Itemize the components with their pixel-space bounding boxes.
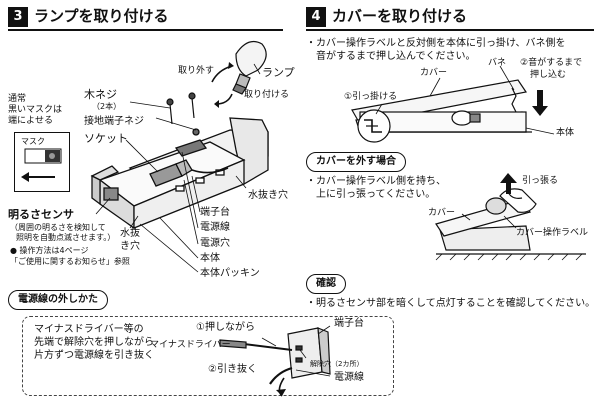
sensor-ref-1: ● 操作方法は4ページ [10, 246, 89, 255]
sensor-ref-2: 「ご使用に関するお知らせ」参照 [10, 257, 130, 266]
wire-removal-text-3: 片方ずつ電源線を引き抜く [34, 350, 154, 361]
label-body: 本体 [200, 253, 220, 264]
section4-number: 4 [306, 7, 326, 27]
sensor-title: 明るさセンサ [8, 208, 74, 221]
confirm-instruction: ・明るさセンサ部を暗くして点灯することを確認してください。 [306, 298, 596, 309]
section4-rule [306, 29, 594, 31]
wire-label-screwdriver: マイナスドライバー [150, 340, 231, 350]
section3-title: ランプを取り付ける [34, 7, 169, 25]
fixture-housing [90, 117, 269, 230]
label-wire: 電源線 [200, 222, 230, 233]
wire-label-step2: ②引き抜く [208, 364, 257, 375]
mask-note-line1: 通常 [8, 94, 27, 104]
wire-label-wire: 電源線 [334, 372, 364, 383]
s4-label-spring: バネ [488, 58, 507, 68]
mask-detail-box: マスク [14, 132, 70, 192]
s4-label-step2-line2: 押し込む [530, 70, 567, 80]
wire-label-step1: ①押しながら [196, 322, 255, 333]
label-wire-hole: 電源穴 [200, 238, 230, 249]
remove-label-cover: カバー [428, 208, 456, 218]
section3-header: 3 ランプを取り付ける [8, 6, 283, 31]
label-ground-screw: 接地端子ネジ [84, 116, 144, 127]
label-wood-screw-count: （2本） [92, 102, 122, 111]
section4-instruction-2: 音がするまで押し込んでください。 [306, 51, 476, 62]
sensor-desc-1: （周囲の明るさを検知して [10, 223, 106, 232]
section3-rule [8, 29, 283, 31]
remove-cover-instruction-1: ・カバー操作ラベル側を持ち、 [306, 176, 446, 187]
sensor-desc-2: 照明を自動点滅させます。） [16, 233, 116, 242]
label-attach: 取り付ける [244, 90, 290, 100]
remove-label-pull: 引っ張る [522, 176, 559, 186]
section4-instruction-1: ・カバー操作ラベルと反対側を本体に引っ掛け、バネ側を [306, 38, 566, 49]
label-drain-hole-left-2: き穴 [120, 241, 140, 252]
s4-label-cover: カバー [420, 68, 448, 78]
section4-header: 4 カバーを取り付ける [306, 6, 594, 31]
wire-removal-box [22, 316, 394, 396]
wire-label-release-hole: 解除穴（2カ所） [310, 360, 364, 368]
mask-diagram [21, 148, 62, 182]
wire-removal-heading: 電源線の外しかた [8, 290, 108, 310]
confirm-heading: 確認 [306, 274, 346, 294]
wood-screws [166, 92, 196, 125]
remove-cover-heading: カバーを外す場合 [306, 152, 406, 172]
section3-number: 3 [8, 7, 28, 27]
mask-note: 通常 黒いマスクは 端によせる [8, 94, 78, 127]
label-socket: ソケット [84, 132, 128, 145]
pull-arrow-head [500, 173, 517, 183]
label-gasket: 本体パッキン [200, 268, 260, 279]
mask-note-line2: 黒いマスクは [8, 105, 63, 115]
pull-arrow-shaft [506, 182, 511, 194]
mask-note-line3: 端によせる [8, 116, 54, 126]
label-terminal: 端子台 [200, 207, 230, 218]
label-remove: 取り外す [178, 66, 215, 76]
wire-label-terminal: 端子台 [334, 318, 364, 329]
label-lamp: ランプ [262, 66, 295, 79]
mask-label: マスク [21, 137, 45, 146]
led-bulb [232, 41, 267, 95]
wire-removal-text-1: マイナスドライバー等の [34, 324, 144, 335]
press-arrow-head [532, 106, 548, 116]
s4-label-step1: ①引っ掛ける [344, 92, 398, 102]
s4-label-step2-line1: ②音がするまで [520, 58, 583, 68]
label-wood-screw: 木ネジ [84, 88, 117, 101]
press-arrow-shaft [537, 90, 543, 106]
remove-cover-instruction-2: 上に引っ張ってください。 [306, 189, 436, 200]
s4-label-body: 本体 [556, 128, 575, 138]
label-drain-hole-left-1: 水抜 [120, 228, 140, 239]
remove-label-cover-label: カバー操作ラベル [516, 228, 589, 238]
section4-title: カバーを取り付ける [332, 7, 468, 25]
label-drain-hole-right: 水抜き穴 [248, 190, 288, 201]
wire-removal-text-2: 先端で解除穴を押しながら [34, 337, 154, 348]
